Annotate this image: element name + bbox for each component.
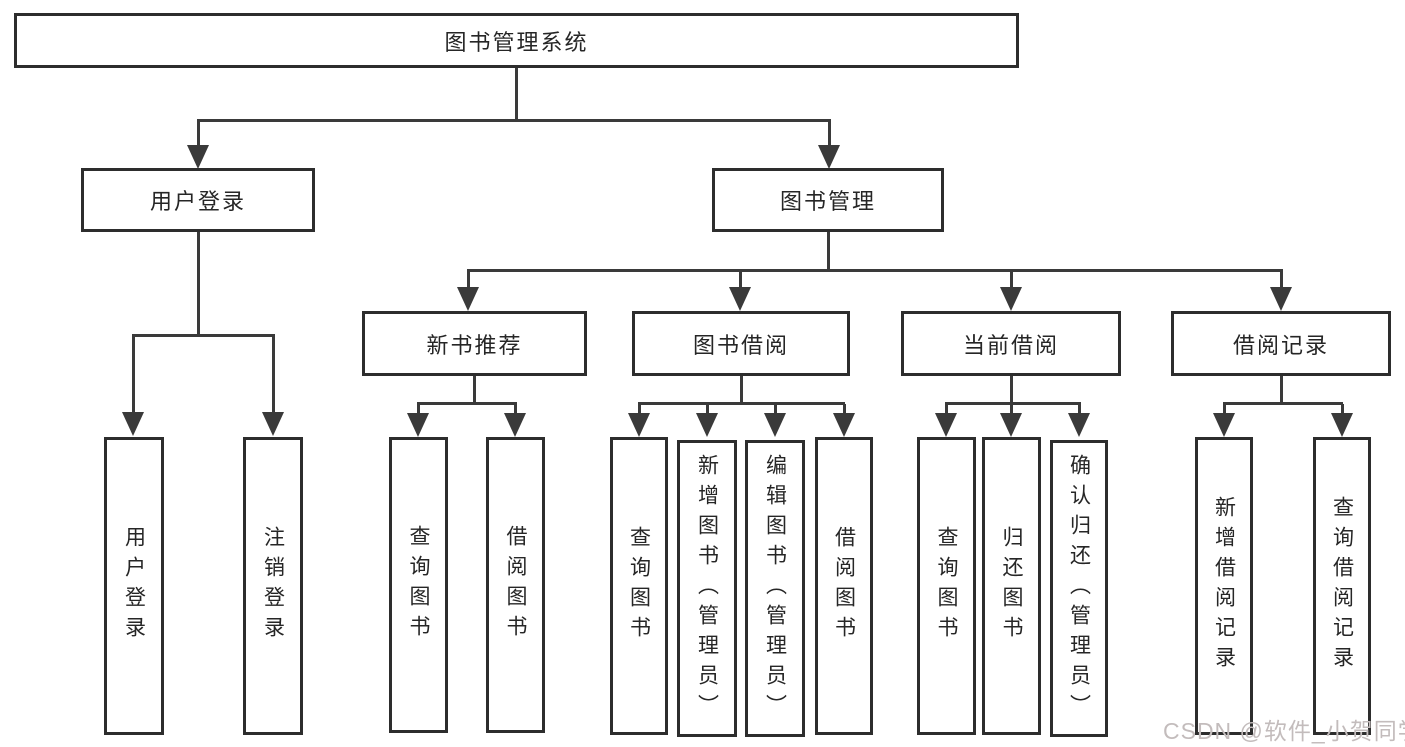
arrow-down-icon <box>764 413 786 437</box>
connector-line <box>1341 404 1344 414</box>
node-new-book-recommendation: 新书推荐 <box>362 311 587 376</box>
connector-line <box>1010 404 1013 414</box>
leaf-query-books-newrec: 查询图书 <box>389 437 448 733</box>
connector-line <box>827 232 830 272</box>
connector-line <box>1010 376 1013 405</box>
connector-line <box>1223 402 1343 405</box>
connector-line <box>197 119 831 122</box>
connector-line <box>945 402 1081 405</box>
leaf-query-books-borrow: 查询图书 <box>610 437 668 735</box>
node-library-management-system: 图书管理系统 <box>14 13 1019 68</box>
leaf-user-login: 用户登录 <box>104 437 164 735</box>
connector-line <box>740 376 743 405</box>
arrow-down-icon <box>818 145 840 169</box>
node-book-management: 图书管理 <box>712 168 944 232</box>
connector-line <box>739 271 742 288</box>
leaf-add-books-admin: 新增图书（管理员） <box>677 440 737 737</box>
connector-line <box>417 404 420 414</box>
connector-line <box>467 269 1283 272</box>
arrow-down-icon <box>935 413 957 437</box>
connector-line <box>515 68 518 121</box>
connector-line <box>774 404 777 414</box>
arrow-down-icon <box>1213 413 1235 437</box>
connector-line <box>638 402 845 405</box>
connector-line <box>197 121 200 147</box>
arrow-down-icon <box>833 413 855 437</box>
arrow-down-icon <box>1000 413 1022 437</box>
leaf-borrow-books-borrow: 借阅图书 <box>815 437 873 735</box>
connector-line <box>1280 376 1283 405</box>
csdn-watermark: CSDN @软件_小贺同学 <box>1163 718 1405 744</box>
leaf-logout: 注销登录 <box>243 437 303 735</box>
connector-line <box>945 404 948 414</box>
arrow-down-icon <box>187 145 209 169</box>
connector-line <box>828 121 831 147</box>
connector-line <box>132 334 275 337</box>
connector-line <box>843 404 846 414</box>
leaf-return-books: 归还图书 <box>982 437 1041 735</box>
leaf-edit-books-admin: 编辑图书（管理员） <box>745 440 805 737</box>
arrow-down-icon <box>1331 413 1353 437</box>
connector-line <box>132 336 135 413</box>
node-current-borrowing: 当前借阅 <box>901 311 1121 376</box>
arrow-down-icon <box>696 413 718 437</box>
connector-line <box>706 404 709 414</box>
leaf-add-borrow-record: 新增借阅记录 <box>1195 437 1253 735</box>
connector-line <box>1010 271 1013 288</box>
arrow-down-icon <box>729 287 751 311</box>
arrow-down-icon <box>628 413 650 437</box>
arrow-down-icon <box>504 413 526 437</box>
connector-line <box>1078 404 1081 414</box>
connector-line <box>1223 404 1226 414</box>
arrow-down-icon <box>262 412 284 436</box>
leaf-borrow-books-newrec: 借阅图书 <box>486 437 545 733</box>
connector-line <box>197 232 200 336</box>
connector-line <box>473 376 476 405</box>
arrow-down-icon <box>1068 413 1090 437</box>
leaf-query-borrow-record: 查询借阅记录 <box>1313 437 1371 735</box>
connector-line <box>417 402 517 405</box>
connector-line <box>1280 271 1283 288</box>
leaf-confirm-return-admin: 确认归还（管理员） <box>1050 440 1108 737</box>
node-borrowing-records: 借阅记录 <box>1171 311 1391 376</box>
leaf-query-books-current: 查询图书 <box>917 437 976 735</box>
connector-line <box>272 336 275 413</box>
node-user-login: 用户登录 <box>81 168 315 232</box>
connector-line <box>514 404 517 414</box>
arrow-down-icon <box>1000 287 1022 311</box>
node-book-borrowing: 图书借阅 <box>632 311 850 376</box>
arrow-down-icon <box>122 412 144 436</box>
connector-line <box>467 271 470 288</box>
arrow-down-icon <box>457 287 479 311</box>
arrow-down-icon <box>407 413 429 437</box>
connector-line <box>638 404 641 414</box>
arrow-down-icon <box>1270 287 1292 311</box>
